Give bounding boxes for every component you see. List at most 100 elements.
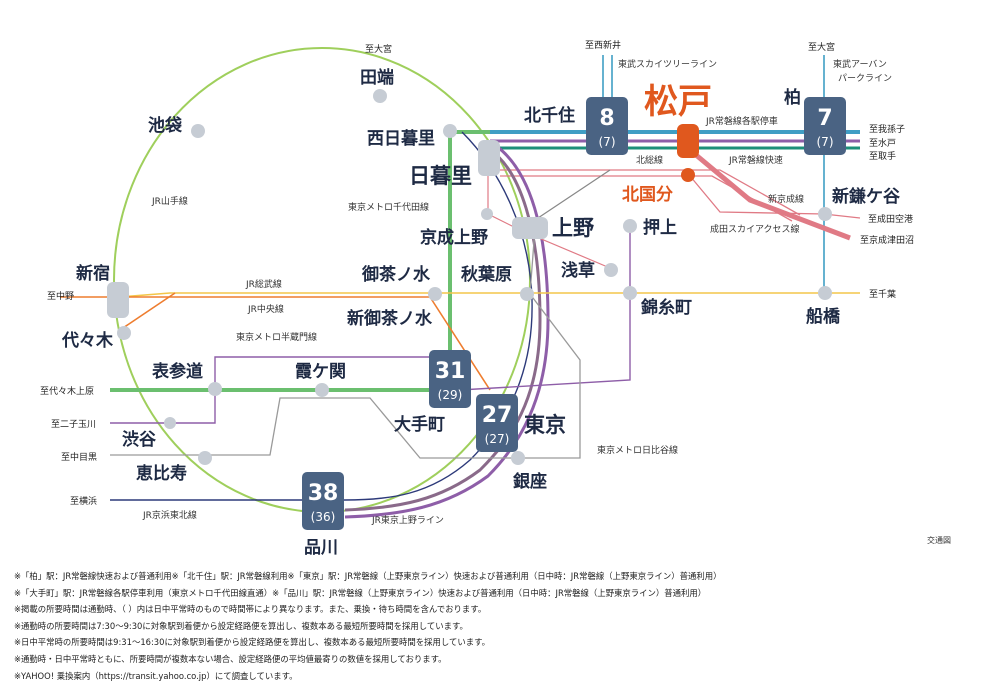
station-shibuya[interactable] [164, 417, 176, 429]
note-5: ※日中平常時の所要時間は9:31～16:30に対象駅到着便から設定経路便を算出し… [14, 637, 490, 648]
footnotes: ※「柏」駅：JR常磐線快速および普通利用※「北千住」駅：JR常磐線利用※「東京」… [14, 568, 974, 684]
note-7: ※YAHOO! 乗換案内（https://transit.yahoo.co.jp… [14, 670, 298, 681]
label-nippori: 日暮里 [409, 164, 472, 188]
line-chuo: JR中央線 [247, 303, 284, 315]
label-ginza: 銀座 [513, 471, 547, 492]
time-main-shinagawa: 38 [308, 481, 339, 506]
label-ebisu: 恵比寿 [136, 463, 187, 484]
time-box-shinagawa[interactable]: 38 (36) [302, 472, 344, 530]
time-sub-shinagawa: (36) [311, 510, 336, 524]
time-main-tokyo: 27 [482, 403, 513, 428]
station-yoyogi[interactable] [117, 326, 131, 340]
station-kitakokubun[interactable] [681, 168, 695, 182]
dir-yoyogiuehara: 至代々木上原 [40, 385, 94, 397]
station-ikebukuro[interactable] [191, 124, 205, 138]
station-omotesando[interactable] [208, 382, 222, 396]
station-tabata[interactable] [373, 89, 387, 103]
label-omotesando: 表参道 [152, 361, 203, 382]
line-joban-local: JR常磐線各駅停車 [705, 115, 778, 127]
station-matsudo[interactable] [677, 124, 699, 158]
shinkeisei-line [688, 148, 851, 241]
dir-omiya-right: 至大宮 [808, 41, 835, 53]
line-chiyoda: 東京メトロ千代田線 [348, 201, 429, 213]
label-kasumigaseki: 霞ケ関 [295, 362, 346, 382]
hokuso-line [500, 169, 801, 216]
time-box-otemachi[interactable]: 31 (29) [429, 350, 471, 408]
time-main-kashiwa: 7 [817, 106, 832, 131]
dir-chiba: 至千葉 [869, 288, 896, 300]
label-shinochanomizu: 新御茶ノ水 [347, 308, 433, 329]
narita-access-line [689, 175, 861, 219]
label-akihabara: 秋葉原 [461, 264, 512, 285]
time-main-kitasenju: 8 [599, 106, 614, 131]
line-hibiya: 東京メトロ日比谷線 [597, 444, 678, 456]
station-keiseiueno[interactable] [481, 208, 493, 220]
station-akihabara[interactable] [520, 287, 534, 301]
station-oshiage[interactable] [623, 219, 637, 233]
line-narita-access: 成田スカイアクセス線 [710, 223, 800, 235]
ueno-tokyo-line-2 [344, 143, 550, 519]
tobu-skytree-line [602, 55, 613, 100]
line-shinkeisei: 新京成線 [768, 193, 804, 205]
time-sub-kashiwa: (7) [817, 135, 834, 149]
dir-omiya-top: 至大宮 [365, 43, 392, 55]
station-kinshicho[interactable] [623, 286, 637, 300]
line-tobu-urban-1: 東武アーバン [833, 58, 887, 70]
station-ueno[interactable] [512, 217, 548, 239]
note-6: ※通勤時・日中平常時ともに、所要時間が複数本ない場合、設定経路便の平均値最寄りの… [14, 653, 447, 664]
line-sobu: JR総武線 [245, 278, 282, 290]
credit: 交通図 [927, 535, 951, 545]
station-nishinippori[interactable] [443, 124, 457, 138]
hibiya-line [110, 227, 581, 459]
note-1: ※「柏」駅：JR常磐線快速および普通利用※「北千住」駅：JR常磐線利用※「東京」… [14, 571, 722, 581]
label-kitasenju: 北千住 [524, 105, 575, 126]
keihin-line [110, 131, 533, 501]
dir-nakameguro: 至中目黒 [61, 451, 97, 463]
label-oshiage: 押上 [643, 217, 677, 238]
chiyoda-line [110, 130, 452, 392]
label-asakusa: 浅草 [561, 260, 595, 281]
station-shinkamagaya[interactable] [818, 207, 832, 221]
dir-nishiarai: 至西新井 [585, 39, 621, 51]
label-keiseiueno: 京成上野 [420, 227, 488, 248]
dir-keisei-tsudanuma: 至京成津田沼 [860, 234, 914, 246]
time-sub-otemachi: (29) [438, 388, 463, 402]
label-kitakokubun: 北国分 [622, 185, 673, 205]
line-hanzomon: 東京メトロ半蔵門線 [236, 331, 317, 343]
note-4: ※通勤時の所要時間は7:30～9:30に対象駅到着便から設定経路便を算出し、複数… [14, 620, 468, 631]
note-2: ※「大手町」駅：JR常磐線各駅停車利用（東京メトロ千代田線直通）※「品川」駅：J… [14, 587, 707, 598]
station-ochanomizu[interactable] [428, 287, 442, 301]
note-3: ※掲載の所要時間は通勤時、（ ）内は日中平常時のもので時間帯により異なります。ま… [14, 604, 487, 615]
station-markers [117, 89, 832, 465]
label-shibuya: 渋谷 [122, 429, 157, 450]
dir-futakotamagawa: 至二子玉川 [51, 419, 96, 430]
time-box-kitasenju[interactable]: 8 (7) [586, 97, 628, 155]
line-tobu-skytree: 東武スカイツリーライン [618, 58, 717, 70]
time-sub-kitasenju: (7) [599, 135, 616, 149]
label-nishinippori: 西日暮里 [367, 128, 435, 149]
line-joban-rapid: JR常磐線快速 [728, 154, 783, 166]
label-shinjuku: 新宿 [76, 263, 110, 284]
station-ginza[interactable] [511, 451, 525, 465]
dir-mito: 至水戸 [869, 137, 896, 149]
label-tabata: 田端 [360, 67, 394, 88]
station-ebisu[interactable] [198, 451, 212, 465]
dir-narita-airport: 至成田空港 [868, 213, 913, 225]
keisei-line [487, 175, 611, 269]
time-box-tokyo[interactable]: 27 (27) [476, 394, 518, 452]
label-ueno: 上野 [552, 216, 594, 240]
time-box-kashiwa[interactable]: 7 (7) [804, 97, 846, 155]
station-shinjuku[interactable] [107, 282, 129, 318]
time-main-otemachi: 31 [435, 359, 466, 384]
station-funabashi[interactable] [818, 286, 832, 300]
line-keihin: JR京浜東北線 [142, 509, 197, 521]
station-nippori[interactable] [478, 140, 500, 176]
label-ikebukuro: 池袋 [148, 115, 183, 136]
chuo-to-yoyogi [119, 292, 176, 331]
station-asakusa[interactable] [604, 263, 618, 277]
station-kasumigaseki[interactable] [315, 383, 329, 397]
label-shinkamagaya: 新鎌ケ谷 [832, 186, 901, 207]
destination-label: 松戸 [644, 82, 712, 122]
ueno-tokyo-line [344, 148, 542, 512]
dir-toride: 至取手 [869, 150, 896, 162]
